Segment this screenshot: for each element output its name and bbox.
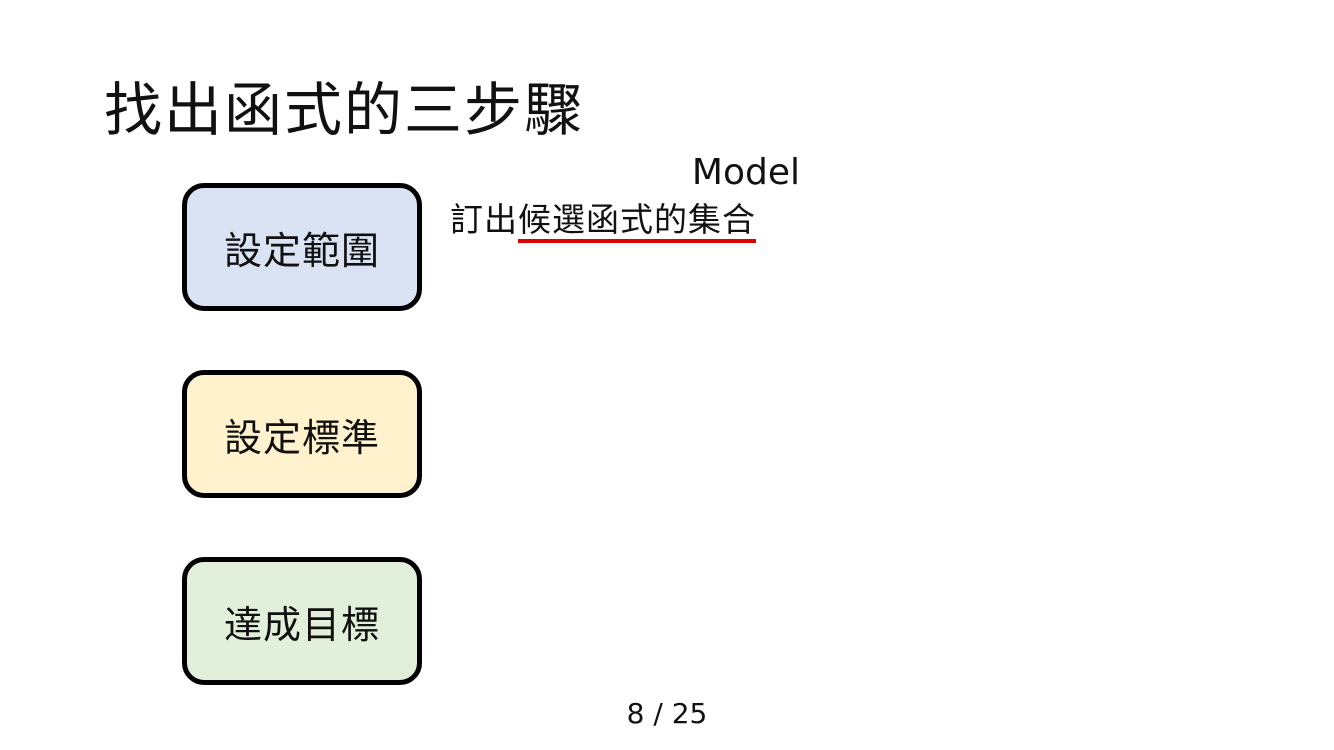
page-number: 8 / 25 (626, 697, 708, 730)
description-underlined-text: 候選函式的集合 (518, 201, 756, 243)
step-set-range-label: 設定範圍 (223, 228, 380, 273)
model-description: 訂出候選函式的集合 (450, 198, 756, 243)
step-achieve-goal-box: 達成目標 (182, 557, 422, 685)
slide-title: 找出函式的三步驟 (104, 76, 585, 144)
step-set-criteria-label: 設定標準 (223, 415, 380, 460)
step-achieve-goal-label: 達成目標 (223, 602, 380, 647)
description-prefix: 訂出 (450, 200, 518, 239)
step-set-range-box: 設定範圍 (182, 183, 422, 311)
model-label: Model (691, 152, 800, 193)
step-set-criteria-box: 設定標準 (182, 370, 422, 498)
